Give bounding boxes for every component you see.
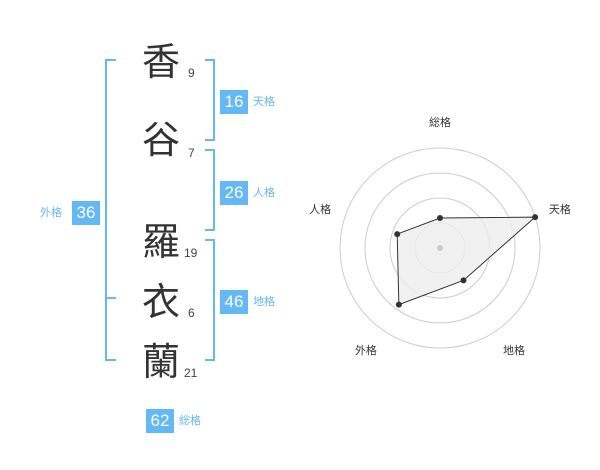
gaikaku-badge: 36 <box>72 201 100 225</box>
radar-axis-label-4: 人格 <box>309 202 331 216</box>
radar-ring-4 <box>339 147 541 349</box>
stroke-count-3: 19 <box>184 246 198 260</box>
jinkaku-label: 人格 <box>253 186 275 199</box>
name-char-4: 衣 <box>142 280 181 324</box>
soukaku-badge: 62 <box>146 409 174 433</box>
stroke-count-1: 9 <box>188 66 195 80</box>
radar-axis-label-3: 外格 <box>355 343 377 357</box>
tenkaku-badge: 16 <box>220 90 248 114</box>
soukaku-label: 総格 <box>179 414 201 427</box>
radar-point-3 <box>395 301 402 308</box>
radar-polygon <box>396 216 537 306</box>
chikaku-bracket <box>205 239 215 361</box>
radar-axis-label-1: 天格 <box>549 202 571 216</box>
gaikaku-label: 外格 <box>40 206 62 219</box>
radar-center-point <box>437 245 443 251</box>
name-char-5: 蘭 <box>142 340 181 384</box>
radar-point-0 <box>437 215 443 221</box>
tenkaku-label: 天格 <box>253 95 275 108</box>
radar-point-4 <box>394 231 401 238</box>
chikaku-label: 地格 <box>253 295 275 308</box>
name-char-2: 谷 <box>142 118 181 162</box>
stroke-count-5: 21 <box>184 366 198 380</box>
jinkaku-bracket <box>205 149 215 231</box>
radar-axis-label-2: 地格 <box>503 343 525 357</box>
stroke-count-2: 7 <box>188 146 195 160</box>
chikaku-badge: 46 <box>220 290 248 314</box>
radar-point-2 <box>460 277 467 284</box>
name-char-3: 羅 <box>142 220 181 264</box>
tenkaku-bracket <box>205 59 215 141</box>
jinkaku-badge: 26 <box>220 181 248 205</box>
radar-point-1 <box>532 214 539 221</box>
radar-ring-3 <box>364 172 516 324</box>
stroke-count-4: 6 <box>188 306 195 320</box>
name-char-1: 香 <box>142 40 181 84</box>
gaikaku-bracket <box>105 59 116 361</box>
radar-axis-label-0: 総格 <box>429 115 451 129</box>
